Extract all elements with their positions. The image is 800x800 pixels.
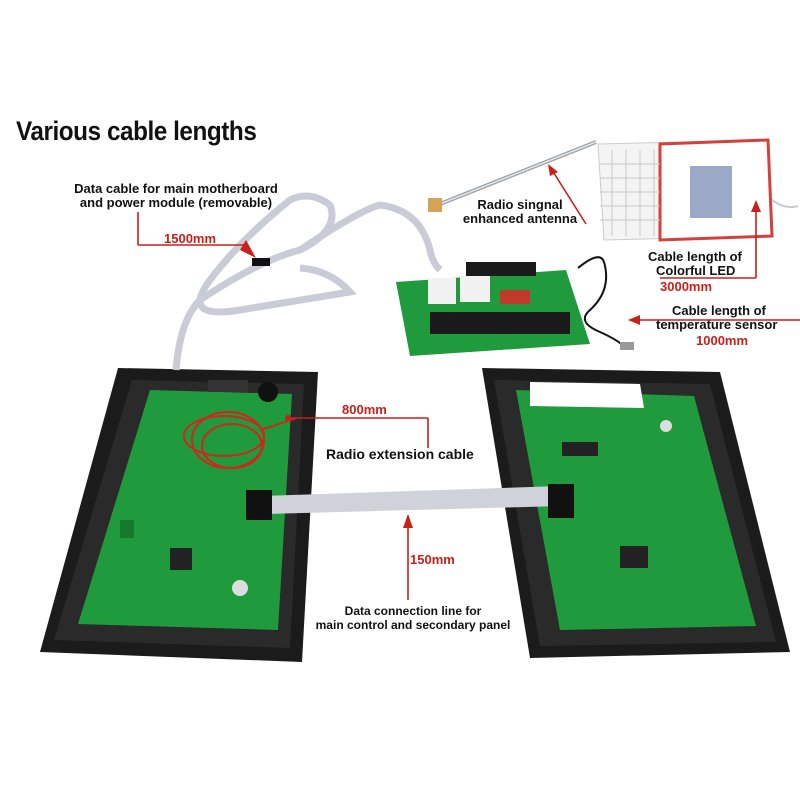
antenna xyxy=(428,140,597,212)
panel-line-label-line2: main control and secondary panel xyxy=(315,618,511,632)
antenna-label-line1: Radio singnal xyxy=(477,197,563,212)
led-label-line1: Cable length of xyxy=(648,249,742,264)
radio-extension-coil xyxy=(183,411,297,469)
panel-line-label: Data connection line for main control an… xyxy=(306,604,520,632)
temp-sensor-length: 1000mm xyxy=(696,333,749,348)
main-cable-label-line2: and power module (removable) xyxy=(79,195,273,210)
radio-extension-label: Radio extension cable xyxy=(326,446,474,462)
main-cable-length: 1500mm xyxy=(164,231,217,246)
callout-lines xyxy=(137,164,800,600)
temp-sensor-label-line2: temperature sensor xyxy=(656,317,778,332)
temp-sensor-label-line1: Cable length of xyxy=(672,303,766,318)
led-length: 3000mm xyxy=(660,279,713,294)
led-label: Cable length of Colorful LED xyxy=(648,250,742,278)
antenna-label-line2: enhanced antenna xyxy=(462,211,578,226)
left-panel xyxy=(40,368,318,662)
panel-line-length: 150mm xyxy=(410,552,455,567)
radio-extension-length: 800mm xyxy=(342,402,387,417)
page-title: Various cable lengths xyxy=(16,116,257,146)
colorful-led-panel xyxy=(597,138,799,242)
temp-sensor-label: Cable length of temperature sensor xyxy=(656,304,777,332)
main-data-cable xyxy=(172,192,443,371)
antenna-label: Radio singnal enhanced antenna xyxy=(450,198,590,226)
led-label-line2: Colorful LED xyxy=(656,263,736,278)
ribbon-cable-150mm xyxy=(246,484,574,520)
main-cable-label-line1: Data cable for main motherboard xyxy=(74,181,278,196)
panel-line-label-line1: Data connection line for xyxy=(344,604,482,618)
main-cable-label: Data cable for main motherboard and powe… xyxy=(62,182,290,210)
temperature-sensor-cable xyxy=(577,256,634,350)
right-panel xyxy=(482,368,790,658)
controller-board xyxy=(396,262,590,356)
